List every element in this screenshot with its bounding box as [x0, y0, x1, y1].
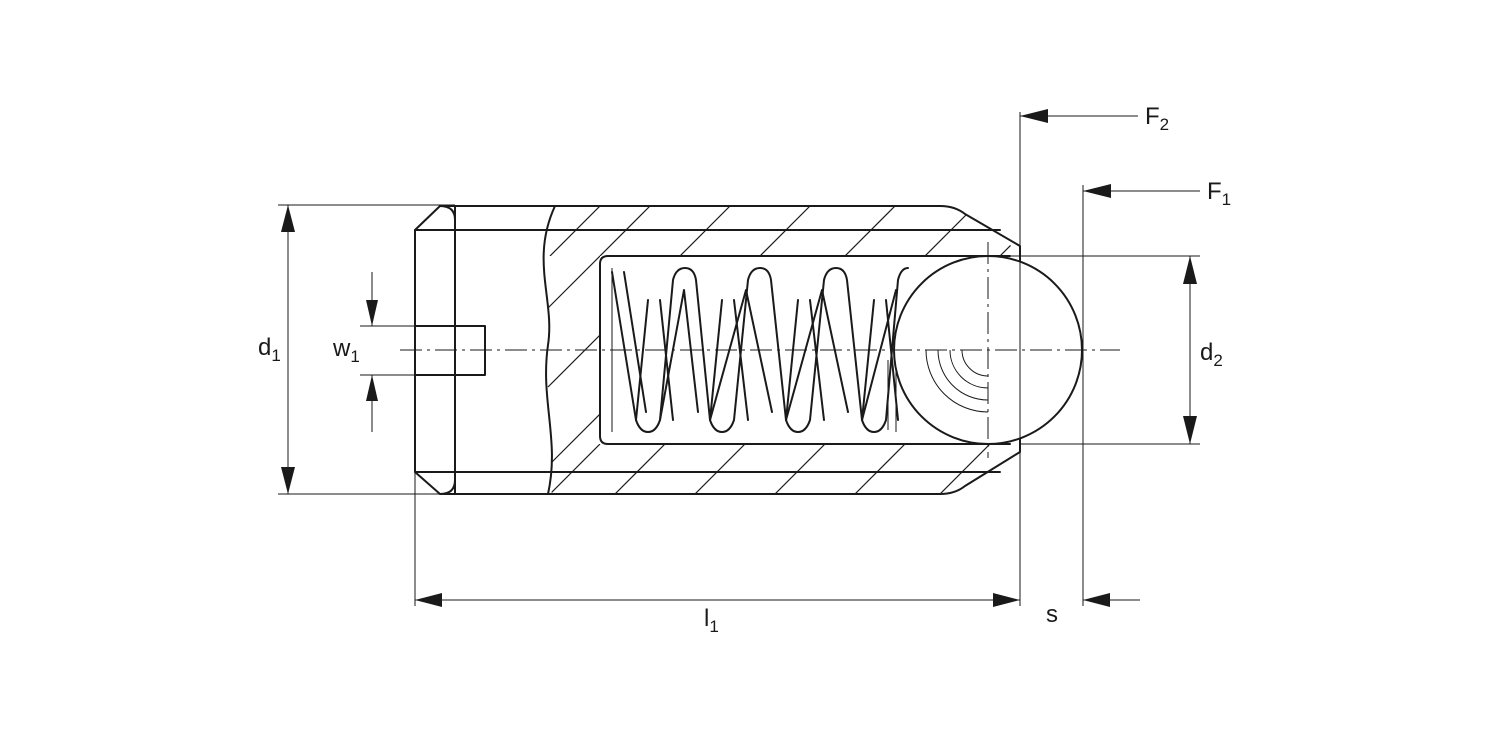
d2-arrow-top — [1183, 256, 1197, 284]
ball-shading-1 — [937, 349, 989, 401]
label-d1: d1 — [258, 334, 281, 365]
section-break-line — [542, 205, 556, 495]
label-F2: F2 — [1145, 103, 1169, 134]
d1-arrow-bottom — [281, 467, 295, 494]
head-chamfer-bottom — [439, 479, 456, 495]
compression-spring — [611, 267, 909, 433]
l1-arrow-left — [415, 593, 442, 607]
ball-shading-3 — [961, 349, 989, 377]
w1-arrow-top — [366, 300, 378, 326]
label-l1: l1 — [704, 605, 719, 636]
d2-arrow-bottom — [1183, 416, 1197, 444]
spring-back-coils — [635, 299, 899, 421]
d1-arrow-top — [281, 205, 295, 232]
dimension-w1: w1 — [332, 272, 415, 432]
dimension-s: s — [1046, 185, 1140, 628]
dimension-l1: l1 — [414, 112, 1021, 636]
section-hatching — [547, 206, 1020, 494]
head-chamfer-top — [439, 205, 456, 221]
l1-arrow-right — [993, 593, 1020, 607]
label-w1: w1 — [332, 335, 360, 366]
force-F2: F2 — [1020, 103, 1169, 134]
ball-shading-4 — [925, 349, 989, 413]
spring-coil-inner — [623, 271, 897, 421]
s-arrow — [1083, 593, 1110, 607]
label-s: s — [1046, 601, 1058, 628]
ball-shading-2 — [949, 349, 989, 389]
F2-arrow — [1020, 109, 1048, 123]
label-F1: F1 — [1207, 178, 1231, 209]
dimension-d1: d1 — [258, 204, 455, 495]
spring-bore — [599, 255, 1011, 445]
dimension-d2: d2 — [1010, 255, 1223, 445]
spring-coil-outline — [611, 267, 909, 433]
force-F1: F1 — [1083, 178, 1231, 209]
label-d2: d2 — [1200, 339, 1223, 370]
w1-arrow-bottom — [366, 375, 378, 401]
F1-arrow — [1083, 184, 1111, 198]
